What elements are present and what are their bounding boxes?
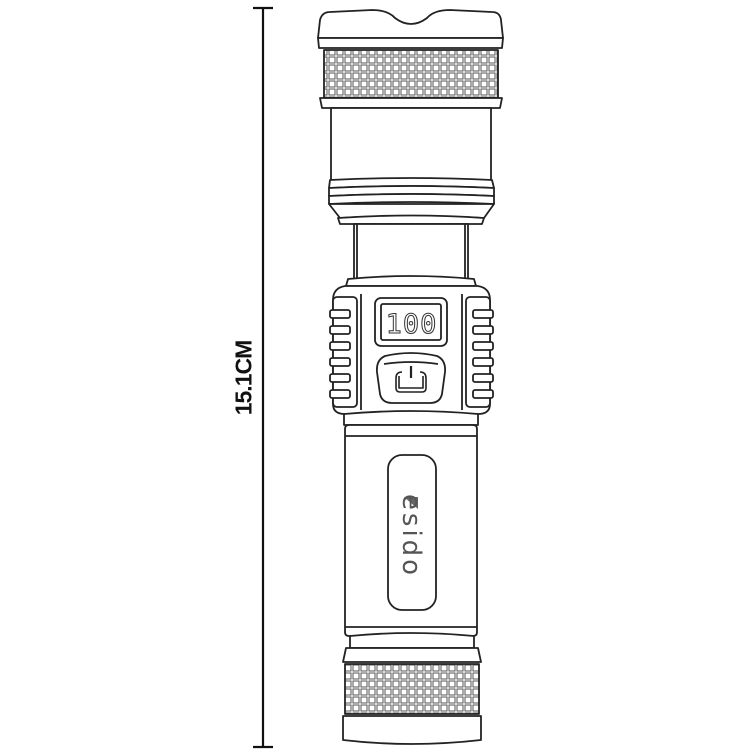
power-icon (395, 371, 427, 393)
dimension-line (253, 6, 273, 749)
tail-knurl-ring (344, 663, 480, 715)
brand-name: esido (396, 493, 426, 579)
zoom-neck (353, 223, 469, 280)
head-barrel (330, 107, 492, 181)
brand-panel (387, 454, 437, 611)
dimension-label: 15.1CM (230, 340, 257, 416)
brand-logo-icon (404, 497, 418, 509)
flashlight-body (317, 9, 504, 745)
tail-cap (342, 715, 482, 745)
head-knurl-ring (323, 49, 499, 99)
head-bezel (317, 9, 504, 39)
grip-ribs-left (329, 294, 362, 410)
grip-ribs-right (461, 294, 494, 410)
lcd-reading: 100 (385, 308, 438, 340)
lcd-screen (380, 303, 442, 341)
